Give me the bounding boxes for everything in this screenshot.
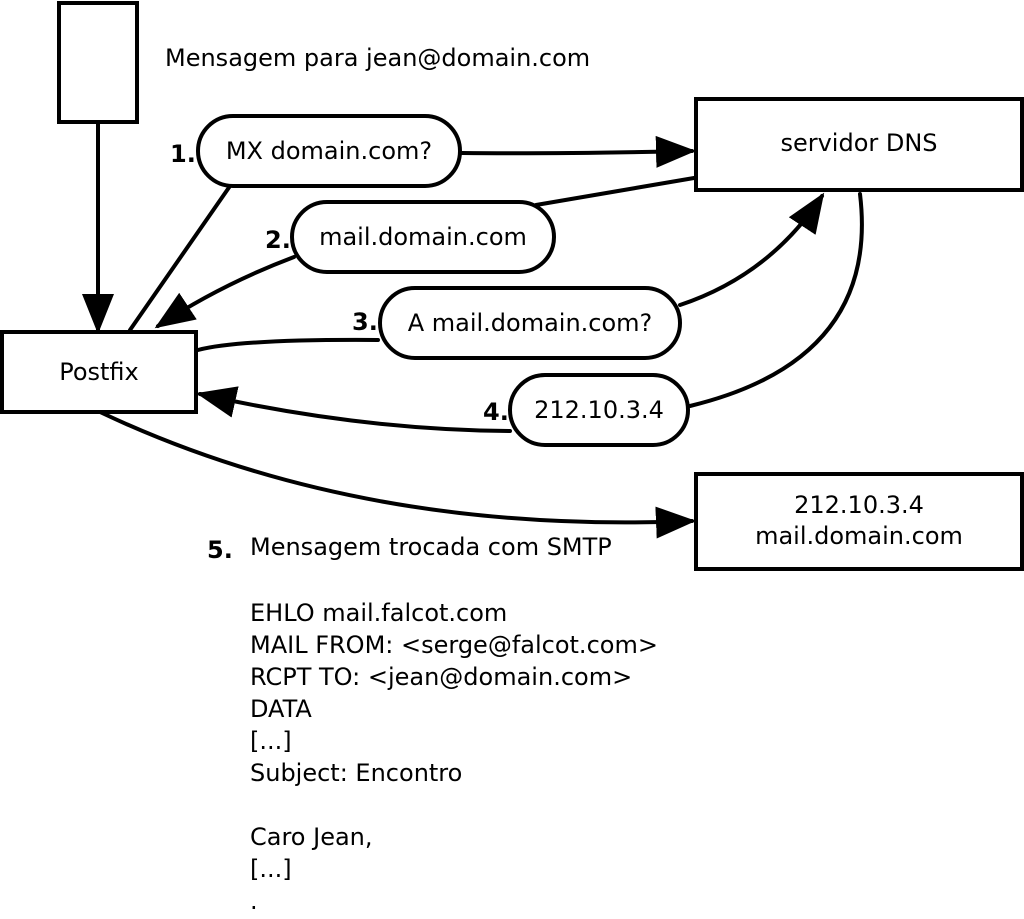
mail-server-host: mail.domain.com [755,522,963,550]
mx-query-line [128,184,232,332]
dns-server-node: servidor DNS [694,97,1024,192]
dns-server-label: servidor DNS [780,129,938,157]
mail-server-ip: 212.10.3.4 [794,491,924,519]
step-5-number: 5. [207,536,233,564]
a-query-line [196,337,380,352]
step-2-mx-answer: mail.domain.com [290,200,556,274]
step-2-label: mail.domain.com [319,223,527,251]
smtp-line: EHLO mail.falcot.com [250,599,508,627]
postfix-label: Postfix [59,357,139,386]
a-answer-line [688,192,864,408]
mx-answer-line [534,176,696,207]
diagram-title: Mensagem para jean@domain.com [165,44,591,72]
mail-server-node: 212.10.3.4 mail.domain.com [694,472,1024,571]
step-1-number: 1. [170,140,196,168]
smtp-line: [...] [250,855,292,883]
step-4-a-answer: 212.10.3.4 [508,373,690,447]
smtp-line: MAIL FROM: <serge@falcot.com> [250,631,658,659]
postfix-node: Postfix [0,330,198,414]
smtp-arrow [98,410,696,539]
smtp-heading: Mensagem trocada com SMTP [250,533,612,561]
smtp-line: Caro Jean, [250,823,373,851]
smtp-line: RCPT TO: <jean@domain.com> [250,663,633,691]
smtp-line: . [250,887,258,915]
mx-answer-arrow [154,255,296,329]
step-3-number: 3. [352,308,378,336]
step-3-a-query: A mail.domain.com? [378,286,682,360]
step-3-label: A mail.domain.com? [407,309,653,337]
smtp-line: [...] [250,727,292,755]
step-4-label: 212.10.3.4 [534,396,664,424]
message-box [57,1,139,124]
smtp-line [250,789,658,821]
step-2-number: 2. [265,226,291,254]
mx-query-arrow [460,135,696,168]
smtp-line: Subject: Encontro [250,759,463,787]
step-4-number: 4. [483,398,509,426]
smtp-line: DATA [250,695,312,723]
a-query-arrow [678,192,825,307]
smtp-transcript: EHLO mail.falcot.com MAIL FROM: <serge@f… [250,597,658,917]
step-1-label: MX domain.com? [225,137,433,165]
step-1-mx-query: MX domain.com? [196,114,462,188]
a-answer-arrow [196,386,512,433]
